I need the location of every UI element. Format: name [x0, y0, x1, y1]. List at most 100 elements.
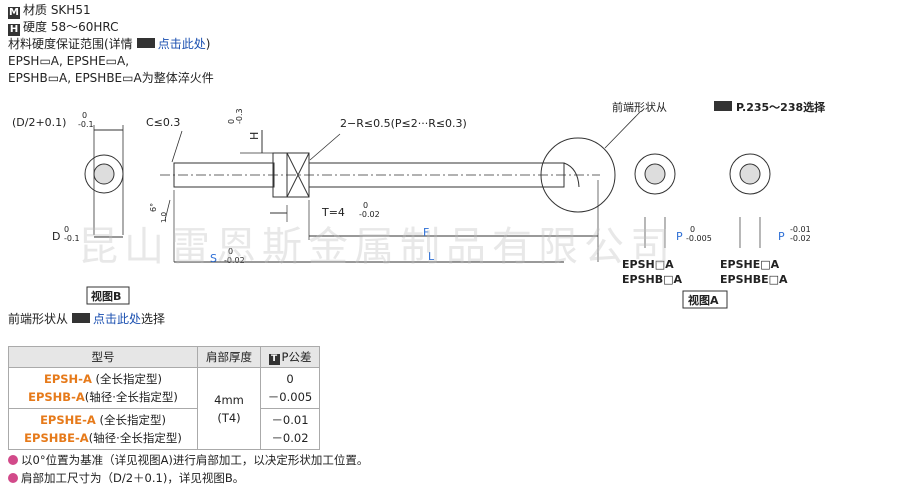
view-a-box	[682, 290, 728, 309]
radius-note: 2−R≤0.5(P≤2···R≤0.3)	[340, 117, 467, 130]
p1-tol-bot: -0.005	[686, 234, 712, 243]
h-label: H	[248, 132, 261, 140]
select-suffix: 选择	[141, 312, 166, 326]
tol-cell: －0.01 －0.02	[260, 408, 320, 450]
table-row: EPSHE-A (全长指定型) EPSHBE-A(轴径·全长指定型) －0.01…	[8, 408, 320, 450]
d-tol-top: 0	[64, 225, 69, 234]
l-label: L	[428, 250, 435, 263]
shoulder-cross-2	[286, 152, 310, 198]
view-b-inner-circle	[93, 163, 115, 185]
hardness-text: 硬度 58～60HRC	[23, 20, 119, 34]
header-model: 型号	[8, 346, 198, 368]
p1-tol-top: 0	[690, 225, 695, 234]
s-tol-bot: -0.02	[224, 256, 245, 265]
tol-value: 0	[286, 372, 294, 386]
radius-leader	[309, 133, 341, 161]
technical-drawing: (D/2+0.1) 0 -0.1 C≤0.3 H 0 -0.3 2−R≤0.5(…	[12, 100, 826, 309]
models-line-2: EPSHB▭A, EPSHBE▭A为整体淬火件	[8, 71, 214, 85]
angle-label: 6°	[149, 203, 158, 212]
model-cell: EPSH-A (全长指定型) EPSHB-A(轴径·全长指定型)	[8, 367, 198, 409]
model-code[interactable]: EPSHE-A	[40, 413, 96, 427]
angle-mark	[164, 199, 171, 221]
dim-d2-tol-bot: -0.1	[78, 120, 94, 129]
note-1-text: 以0°位置为基准（详见视图A)进行肩部加工，以决定形状加工位置。	[21, 453, 369, 467]
models-line-1: EPSH▭A, EPSHE▭A,	[8, 54, 130, 68]
select-link[interactable]: 点击此处	[93, 312, 142, 326]
view-a1-inner	[644, 163, 666, 185]
d-label: D	[52, 230, 60, 243]
dim-d2-tol-top: 0	[82, 111, 87, 120]
epsh-a-label: EPSH□A	[622, 258, 674, 271]
s-label: S	[210, 252, 217, 265]
note-2-text: 肩部加工尺寸为（D/2＋0.1)，详见视图B。	[21, 471, 245, 485]
tolerance-badge: T	[268, 354, 280, 365]
p2-tol-top: -0.01	[790, 225, 811, 234]
epshbe-a-label: EPSHBE□A	[720, 273, 788, 286]
tol-value: －0.02	[271, 431, 309, 445]
tol-value: －0.01	[271, 413, 309, 427]
t-tol-bot: -0.02	[359, 210, 380, 219]
t-tol-top: 0	[363, 201, 368, 210]
p2-label: P	[778, 230, 785, 243]
hardness-range-line: 材料硬度保证范围(详情 点击此处)	[8, 36, 214, 53]
pin-icon	[8, 473, 18, 483]
view-a2-inner	[739, 163, 761, 185]
note-1: 以0°位置为基准（详见视图A)进行肩部加工，以决定形状加工位置。	[8, 452, 368, 469]
f-label: F	[423, 226, 429, 239]
model-desc: (全长指定型)	[95, 413, 166, 427]
dim-d2-label: (D/2+0.1)	[12, 116, 66, 129]
tip-curve	[563, 162, 580, 188]
select-prefix: 前端形状从	[8, 312, 69, 326]
chamfer-leader	[171, 130, 183, 163]
note-2: 肩部加工尺寸为（D/2＋0.1)，详见视图B。	[8, 470, 244, 487]
s-tol-top: 0	[228, 247, 233, 256]
model-cell: EPSHE-A (全长指定型) EPSHBE-A(轴径·全长指定型)	[8, 408, 198, 450]
thickness-cell: 4mm (T4)	[197, 367, 261, 450]
tol-value: －0.005	[267, 390, 313, 404]
header-ptol-label: P公差	[281, 350, 312, 364]
material-text: 材质 SKH51	[23, 3, 91, 17]
epshb-a-label: EPSHB□A	[622, 273, 682, 286]
select-line: 前端形状从 点击此处选择	[8, 311, 165, 328]
front-link-icon	[714, 101, 732, 111]
model-code[interactable]: EPSHB-A	[28, 390, 85, 404]
p2-tol-bot: -0.02	[790, 234, 811, 243]
link-icon	[136, 38, 155, 48]
view-a2-outer	[729, 153, 771, 195]
angle-sub: 1.0	[160, 212, 168, 223]
tol-cell: 0 －0.005	[260, 367, 320, 409]
h-tol-top: 0	[227, 119, 236, 124]
model-desc: (轴径·全长指定型)	[88, 431, 182, 445]
table-row: EPSH-A (全长指定型) EPSHB-A(轴径·全长指定型) 4mm (T4…	[8, 367, 320, 450]
shape-leader	[604, 111, 641, 149]
material-badge: M	[8, 7, 20, 19]
thickness-sub: (T4)	[217, 410, 241, 425]
chamfer-label: C≤0.3	[146, 116, 180, 129]
model-code[interactable]: EPSH-A	[43, 372, 92, 386]
front-shape-label: 前端形状从	[612, 100, 667, 114]
view-b-box	[86, 286, 130, 305]
select-link-icon	[72, 313, 91, 323]
p1-label: P	[676, 230, 683, 243]
range-prefix: 材料硬度保证范围(详情	[8, 37, 133, 51]
epshe-a-label: EPSHE□A	[720, 258, 780, 271]
view-a-label: 视图A	[688, 293, 719, 307]
h-tol-bot: -0.3	[235, 108, 244, 124]
pin-icon	[8, 455, 18, 465]
model-desc: (全长指定型)	[91, 372, 163, 386]
view-b-label: 视图B	[91, 289, 121, 303]
range-link[interactable]: 点击此处	[157, 37, 206, 51]
view-a1-outer	[634, 153, 676, 195]
detail-circle	[540, 137, 616, 213]
d-tol-bot: -0.1	[64, 234, 80, 243]
range-suffix: )	[205, 37, 211, 51]
company-watermark: 昆山雷恩斯金属制品有限公司	[78, 224, 676, 270]
model-code[interactable]: EPSHBE-A	[24, 431, 89, 445]
header-thickness: 肩部厚度	[197, 346, 261, 368]
